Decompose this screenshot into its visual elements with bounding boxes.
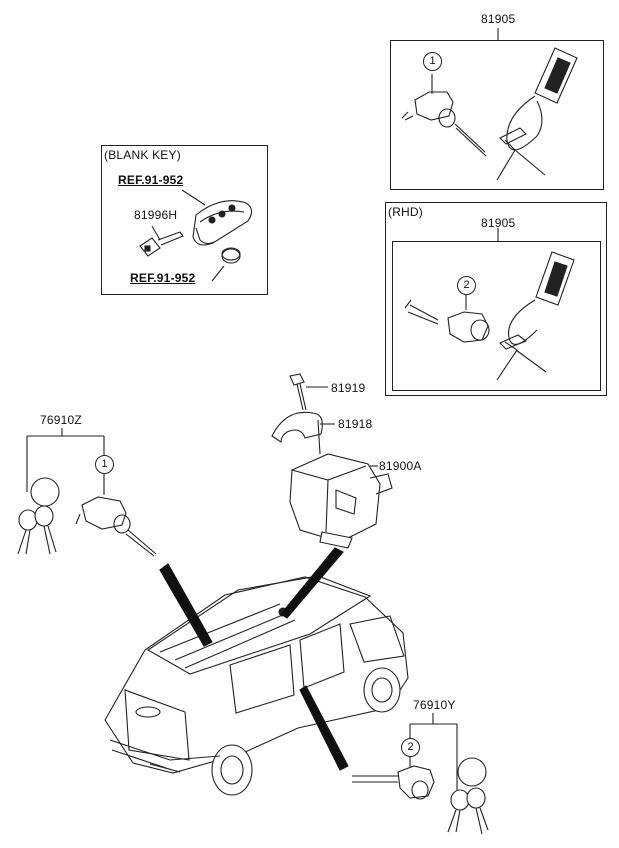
ref-link-upper[interactable]: REF.91-952 [118,173,184,187]
rhd-box [385,202,607,396]
lock-set-box [390,40,604,190]
callout-left-group: 1 [95,455,114,474]
part-number-76910Y: 76910Y [413,698,456,712]
blank-key-heading: (BLANK KEY) [104,148,181,162]
callout-right-group: 2 [401,738,420,757]
door-lock-right-illustration [352,713,489,835]
part-number-81919: 81919 [331,381,366,395]
rhd-heading: (RHD) [388,205,423,219]
vehicle-illustration [104,575,409,796]
part-number-81905-rhd: 81905 [481,216,516,230]
part-number-81996H: 81996H [134,208,178,222]
blank-key-illustration [139,189,253,282]
part-number-81918: 81918 [338,417,373,431]
ignition-lock-illustration [271,373,393,549]
location-arrows [159,547,349,771]
part-number-76910Z: 76910Z [40,413,82,427]
part-number-81900A: 81900A [379,459,422,473]
door-lock-left-illustration [17,428,157,557]
lock-set-rhd-illustration [404,228,575,381]
part-number-81905-top: 81905 [481,12,516,26]
rhd-inner-box [392,241,601,391]
lock-set-top-illustration [401,28,578,181]
callout-top-box: 1 [423,52,442,71]
ref-link-lower[interactable]: REF.91-952 [130,271,196,285]
blank-key-box [101,145,268,295]
callout-rhd-box: 2 [457,276,476,295]
